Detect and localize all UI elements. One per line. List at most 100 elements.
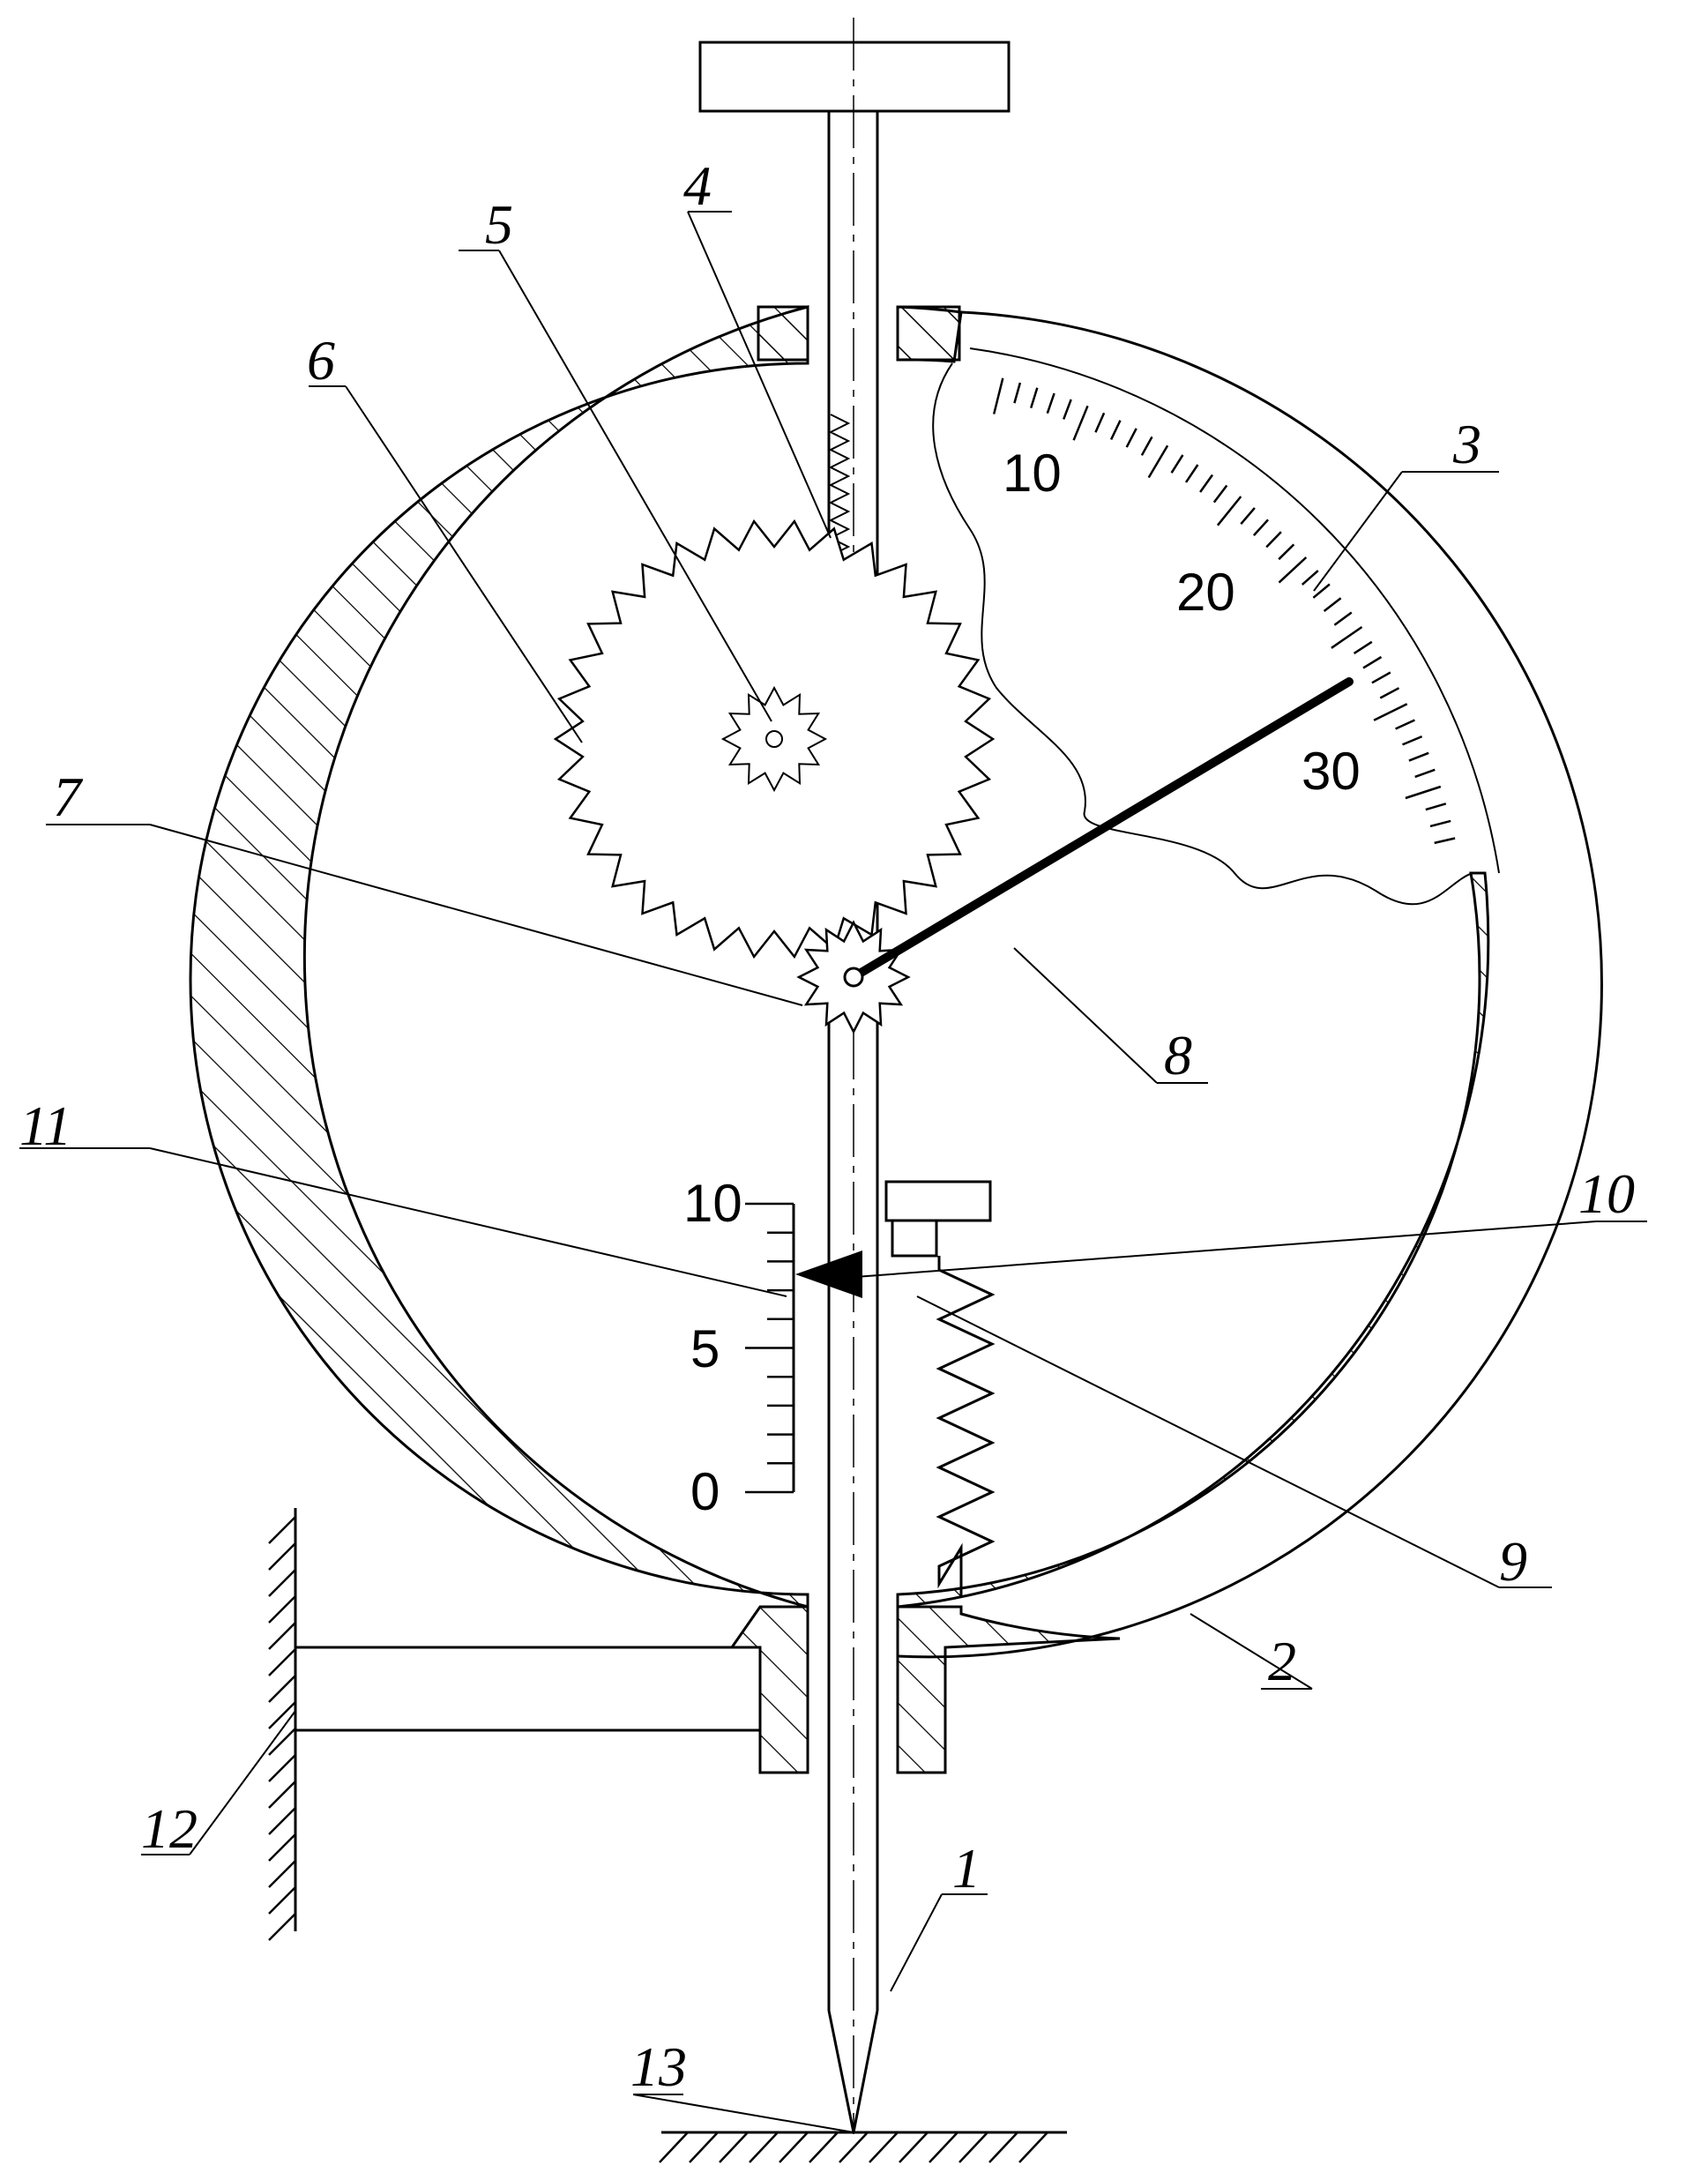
dial-tick [1063, 399, 1072, 420]
ref-numeral-9: 9 [1499, 1530, 1527, 1593]
dial-tick [1125, 428, 1137, 448]
top-boss-right [896, 305, 961, 362]
dial-tick [1353, 640, 1373, 654]
spring [936, 1256, 996, 1596]
pointer-pivot [843, 967, 864, 988]
ref-numeral-7: 7 [53, 765, 84, 828]
ground-hatch-line [988, 2131, 1018, 2163]
dial-tick [1333, 611, 1353, 626]
probe-rod [698, 18, 1011, 2134]
dial-tick [1425, 803, 1447, 811]
dial-tick [1109, 420, 1122, 440]
ref-numeral-5: 5 [485, 193, 513, 256]
dial-tick [1212, 484, 1228, 504]
ref-numeral-12: 12 [141, 1797, 198, 1860]
dial-tick [1323, 597, 1342, 612]
linear-scale: 10 5 0 [683, 1174, 795, 1521]
top-boss-left [757, 305, 809, 362]
index-marker [795, 1180, 992, 1298]
dial-tick [1379, 687, 1400, 699]
ref-11-leader [149, 1147, 787, 1297]
ground [659, 2131, 1067, 2163]
wall-hatch-line [268, 1648, 296, 1676]
dial-tick [1301, 570, 1319, 586]
leader-lines [46, 211, 1647, 2133]
wall-hatch-line [268, 1595, 296, 1624]
dial-label-30: 30 [1302, 742, 1361, 801]
dial-tick [1278, 543, 1295, 561]
dial-tick [1094, 412, 1106, 433]
wall-hatch-line [268, 1701, 296, 1729]
dial-tick [1402, 735, 1423, 746]
wall-hatch-line [268, 1860, 296, 1888]
dial-tick [1072, 405, 1089, 441]
ref-numeral-1: 1 [952, 1837, 981, 1900]
wall-hatch-line [268, 1754, 296, 1782]
dial-break-line [932, 362, 1473, 906]
dial-window-edge [969, 347, 1500, 874]
wall-hatch-line [268, 1569, 296, 1597]
wall-hatch-line [268, 1781, 296, 1809]
ground-hatch-line [749, 2131, 779, 2163]
dial-tick [1265, 531, 1282, 549]
ground-hatching [659, 2131, 1048, 2163]
ref-numeral-2: 2 [1268, 1630, 1296, 1692]
ground-hatch-line [809, 2131, 839, 2163]
ref-numeral-8: 8 [1164, 1024, 1192, 1086]
ground-hatch-line [779, 2131, 809, 2163]
ref-numeral-10: 10 [1578, 1162, 1635, 1225]
dial-tick [1013, 382, 1022, 404]
dial-tick [1046, 392, 1055, 414]
dial-tick [1240, 507, 1256, 526]
housing-wall-hatched [189, 305, 809, 1609]
ref-numeral-13: 13 [630, 2035, 687, 2098]
dial-label-10: 10 [1003, 444, 1062, 503]
rod-head [698, 41, 1011, 113]
wall-hatching [268, 1516, 296, 1941]
dial-tick [1405, 785, 1442, 800]
index-arrow [795, 1251, 862, 1298]
wall-hatch-line [268, 1886, 296, 1915]
bottom-sleeve-right [896, 1605, 1121, 1774]
dial-tick [1373, 703, 1408, 721]
dial-tick [1434, 837, 1456, 845]
linear-label-5: 5 [690, 1319, 720, 1378]
linear-label-0: 0 [690, 1462, 720, 1521]
dial-tick [1414, 768, 1436, 779]
dial-tick [1331, 625, 1363, 649]
dial-tick [1408, 751, 1429, 762]
ref-numeral-11: 11 [19, 1094, 71, 1157]
ref-numeral-4: 4 [683, 154, 712, 217]
dial-tick [1371, 671, 1391, 684]
dial-tick [1030, 387, 1039, 408]
housing-outer-rim [897, 310, 1604, 1659]
housing-wall-right [896, 871, 1490, 1609]
dial-tick [1140, 436, 1153, 456]
mounting-bracket [268, 1508, 760, 1941]
wall-hatch-line [268, 1622, 296, 1650]
dial-tick [1312, 583, 1331, 599]
ground-hatch-line [869, 2131, 899, 2163]
ground-hatch-line [929, 2131, 958, 2163]
dial-tick [1395, 719, 1415, 730]
dial-scale [992, 377, 1456, 845]
dial-label-20: 20 [1176, 563, 1235, 622]
ref-numeral-6: 6 [307, 329, 335, 392]
wall-hatch-line [268, 1516, 296, 1544]
ground-hatch-line [719, 2131, 749, 2163]
pointer-needle [849, 677, 1354, 982]
wall-hatch-line [268, 1728, 296, 1756]
linear-label-10: 10 [683, 1174, 742, 1233]
bottom-sleeve-left [729, 1605, 809, 1774]
dial-tick [1184, 464, 1199, 483]
wall-hatch-line [268, 1807, 296, 1835]
ground-hatch-line [689, 2131, 719, 2163]
dial-tick [1362, 655, 1383, 669]
ground-hatch-line [899, 2131, 929, 2163]
ground-hatch-line [659, 2131, 689, 2163]
dial-tick [1216, 496, 1242, 526]
ref-numeral-3: 3 [1452, 413, 1481, 475]
wall-hatch-line [268, 1542, 296, 1571]
dial-tick [1147, 444, 1169, 479]
